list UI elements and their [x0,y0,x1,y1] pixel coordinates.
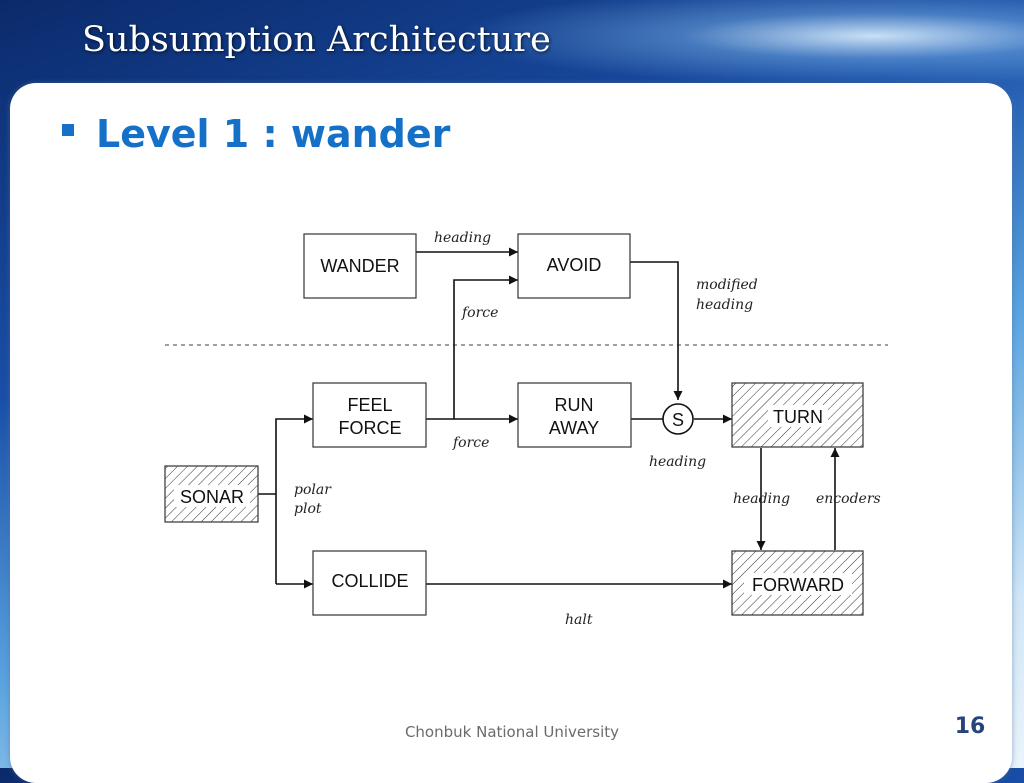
edge-label-encoders: encoders [816,491,881,507]
edge-label-wander-heading: heading [434,230,491,246]
bullet-square-icon [62,124,74,136]
slide-heading: Level 1 : wander [96,112,451,156]
edge-label-force-lower: force [452,435,489,451]
slide-title: Subsumption Architecture [82,20,551,60]
edge-label-modified-line1: modified [696,277,758,293]
edge-label-polar: polar [294,482,332,498]
suppressor-node [662,403,694,435]
edge-force-to-avoid [453,275,518,419]
edge-avoid-suppressor [630,261,683,400]
suppressor-label: S [672,410,684,430]
node-collide-box [312,550,427,616]
sonar-label-bg [174,485,250,507]
edge-label-modified-line2: heading [696,297,753,313]
forward-label-bg [744,573,852,595]
node-avoid-box [517,233,631,299]
node-feel-force-label-line1: FEEL [347,395,392,415]
node-collide-label: COLLIDE [331,571,408,591]
edge-label-halt: halt [565,612,593,628]
edge-label-force-upper: force [461,305,498,321]
node-run-away-label-line1: RUN [555,395,594,415]
node-sonar-label: SONAR [180,487,244,507]
node-forward-label: FORWARD [752,575,844,595]
node-wander-label: WANDER [320,256,399,276]
header-glow [420,0,1024,90]
node-avoid-label: AVOID [547,255,602,275]
node-feel-force-box [312,382,427,448]
edge-sonar-feelforce [275,414,313,584]
edge-label-s-heading: heading [649,454,706,470]
edge-label-plot: plot [294,501,322,517]
node-wander-box [303,233,417,299]
page-number: 16 [954,714,986,739]
node-run-away-label-line2: AWAY [549,418,599,438]
edge-label-turn-forward-heading: heading [733,491,790,507]
node-turn-label: TURN [773,407,823,427]
node-feel-force-label-line2: FORCE [339,418,402,438]
turn-label-bg [768,405,828,427]
footer-text: Chonbuk National University [404,723,620,741]
node-run-away-box [517,382,632,448]
